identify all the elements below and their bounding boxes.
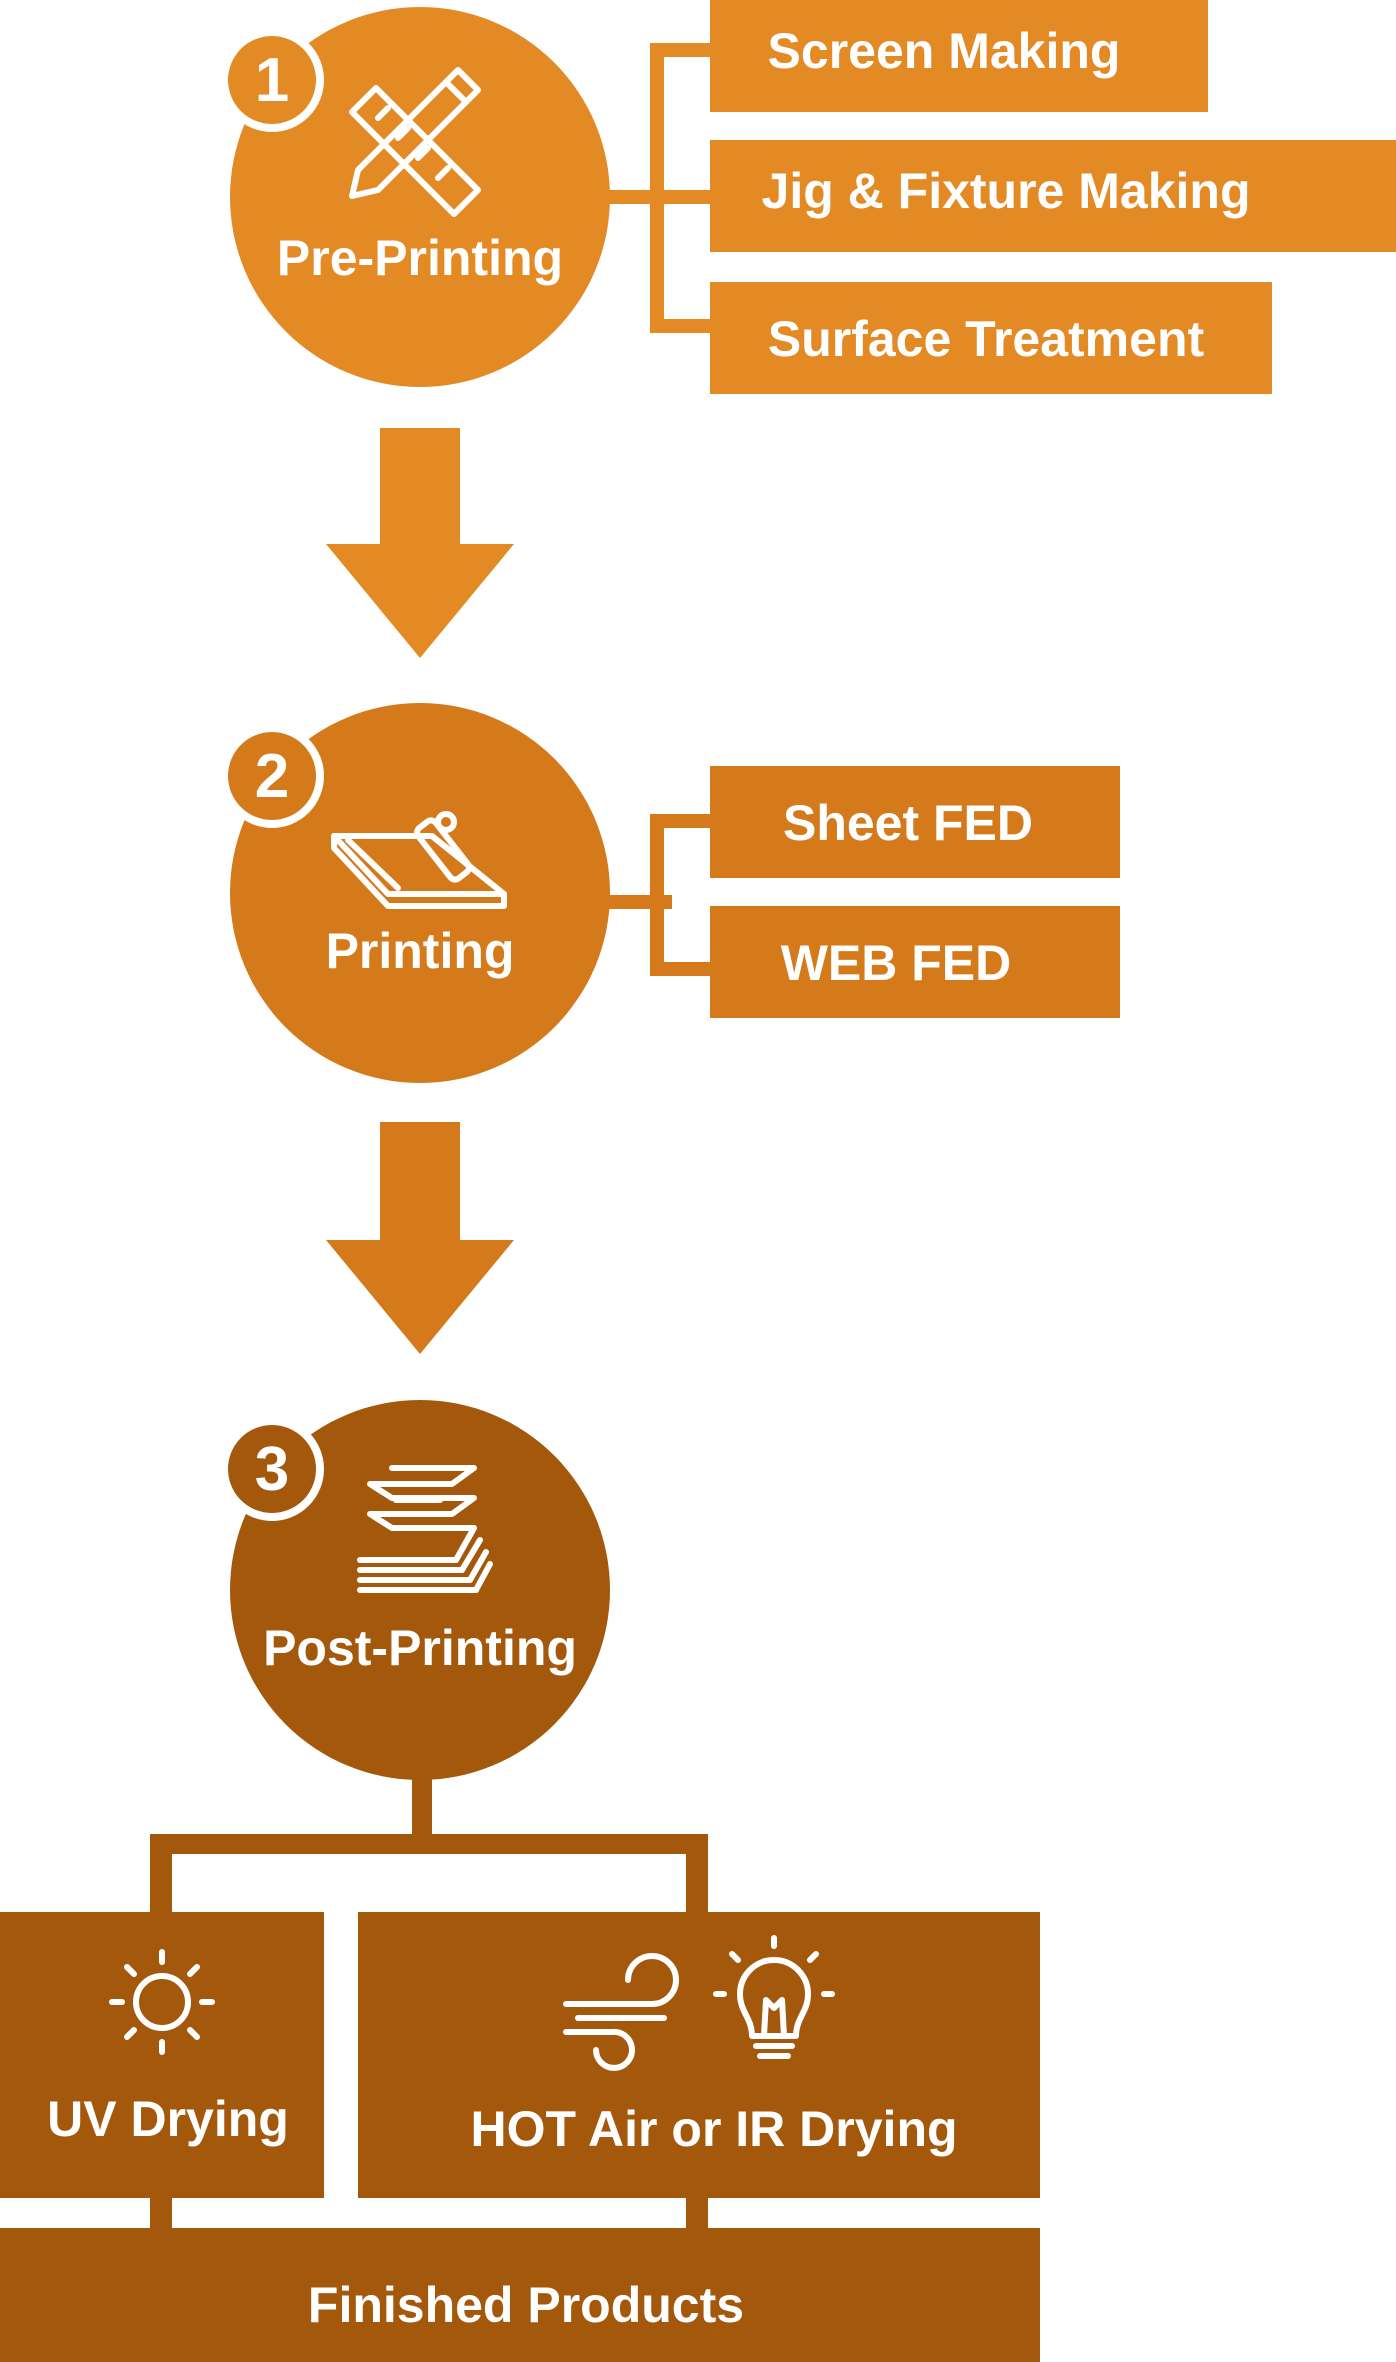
uv-drying-label: UV Drying bbox=[47, 2091, 289, 2147]
finished-products-box: Finished Products bbox=[0, 2228, 1040, 2362]
paper-stack-icon bbox=[357, 1465, 493, 1593]
svg-text:Sheet FED: Sheet FED bbox=[783, 795, 1033, 851]
stage2-node: 2 Printing bbox=[220, 703, 610, 1083]
stage2-box-web-fed: WEB FED bbox=[710, 906, 1120, 1018]
stage2-box-sheet-fed: Sheet FED bbox=[710, 766, 1120, 878]
pencil-ruler-icon bbox=[349, 67, 481, 217]
stage1-box-surface-treatment: Surface Treatment bbox=[710, 282, 1272, 394]
uv-drying-box: UV Drying bbox=[0, 1912, 324, 2198]
sun-icon bbox=[109, 1949, 215, 2055]
stage1-node: 1 Pre-Printing bbox=[220, 7, 610, 387]
stage3-number: 3 bbox=[255, 1435, 289, 1504]
finished-products-label: Finished Products bbox=[308, 2277, 744, 2333]
svg-text:Screen Making: Screen Making bbox=[768, 23, 1121, 79]
svg-text:WEB FED: WEB FED bbox=[781, 935, 1012, 991]
stage1-connectors bbox=[600, 43, 712, 333]
printing-board-icon bbox=[331, 811, 507, 909]
stage1-label: Pre-Printing bbox=[277, 230, 563, 286]
arrow-stage2-to-stage3 bbox=[326, 1122, 514, 1354]
svg-text:Surface Treatment: Surface Treatment bbox=[768, 311, 1205, 367]
arrow-stage1-to-stage2 bbox=[326, 428, 514, 658]
svg-text:Jig & Fixture Making: Jig & Fixture Making bbox=[762, 163, 1251, 219]
stage1-box-jig-fixture: Jig & Fixture Making bbox=[710, 140, 1396, 252]
hot-air-ir-drying-label: HOT Air or IR Drying bbox=[470, 2101, 957, 2157]
stage3-node: 3 Post-Printing bbox=[220, 1400, 610, 1780]
stage3-connectors bbox=[150, 1776, 708, 2230]
hot-air-ir-drying-box: HOT Air or IR Drying bbox=[358, 1912, 1040, 2198]
stage1-number: 1 bbox=[255, 46, 289, 115]
stage3-label: Post-Printing bbox=[263, 1620, 577, 1676]
stage1-box-screen-making: Screen Making bbox=[710, 0, 1208, 112]
stage2-connectors bbox=[600, 814, 712, 976]
stage2-number: 2 bbox=[255, 742, 289, 811]
stage2-label: Printing bbox=[326, 923, 515, 979]
wind-icon bbox=[563, 1953, 679, 2071]
light-bulb-icon bbox=[713, 1935, 835, 2059]
